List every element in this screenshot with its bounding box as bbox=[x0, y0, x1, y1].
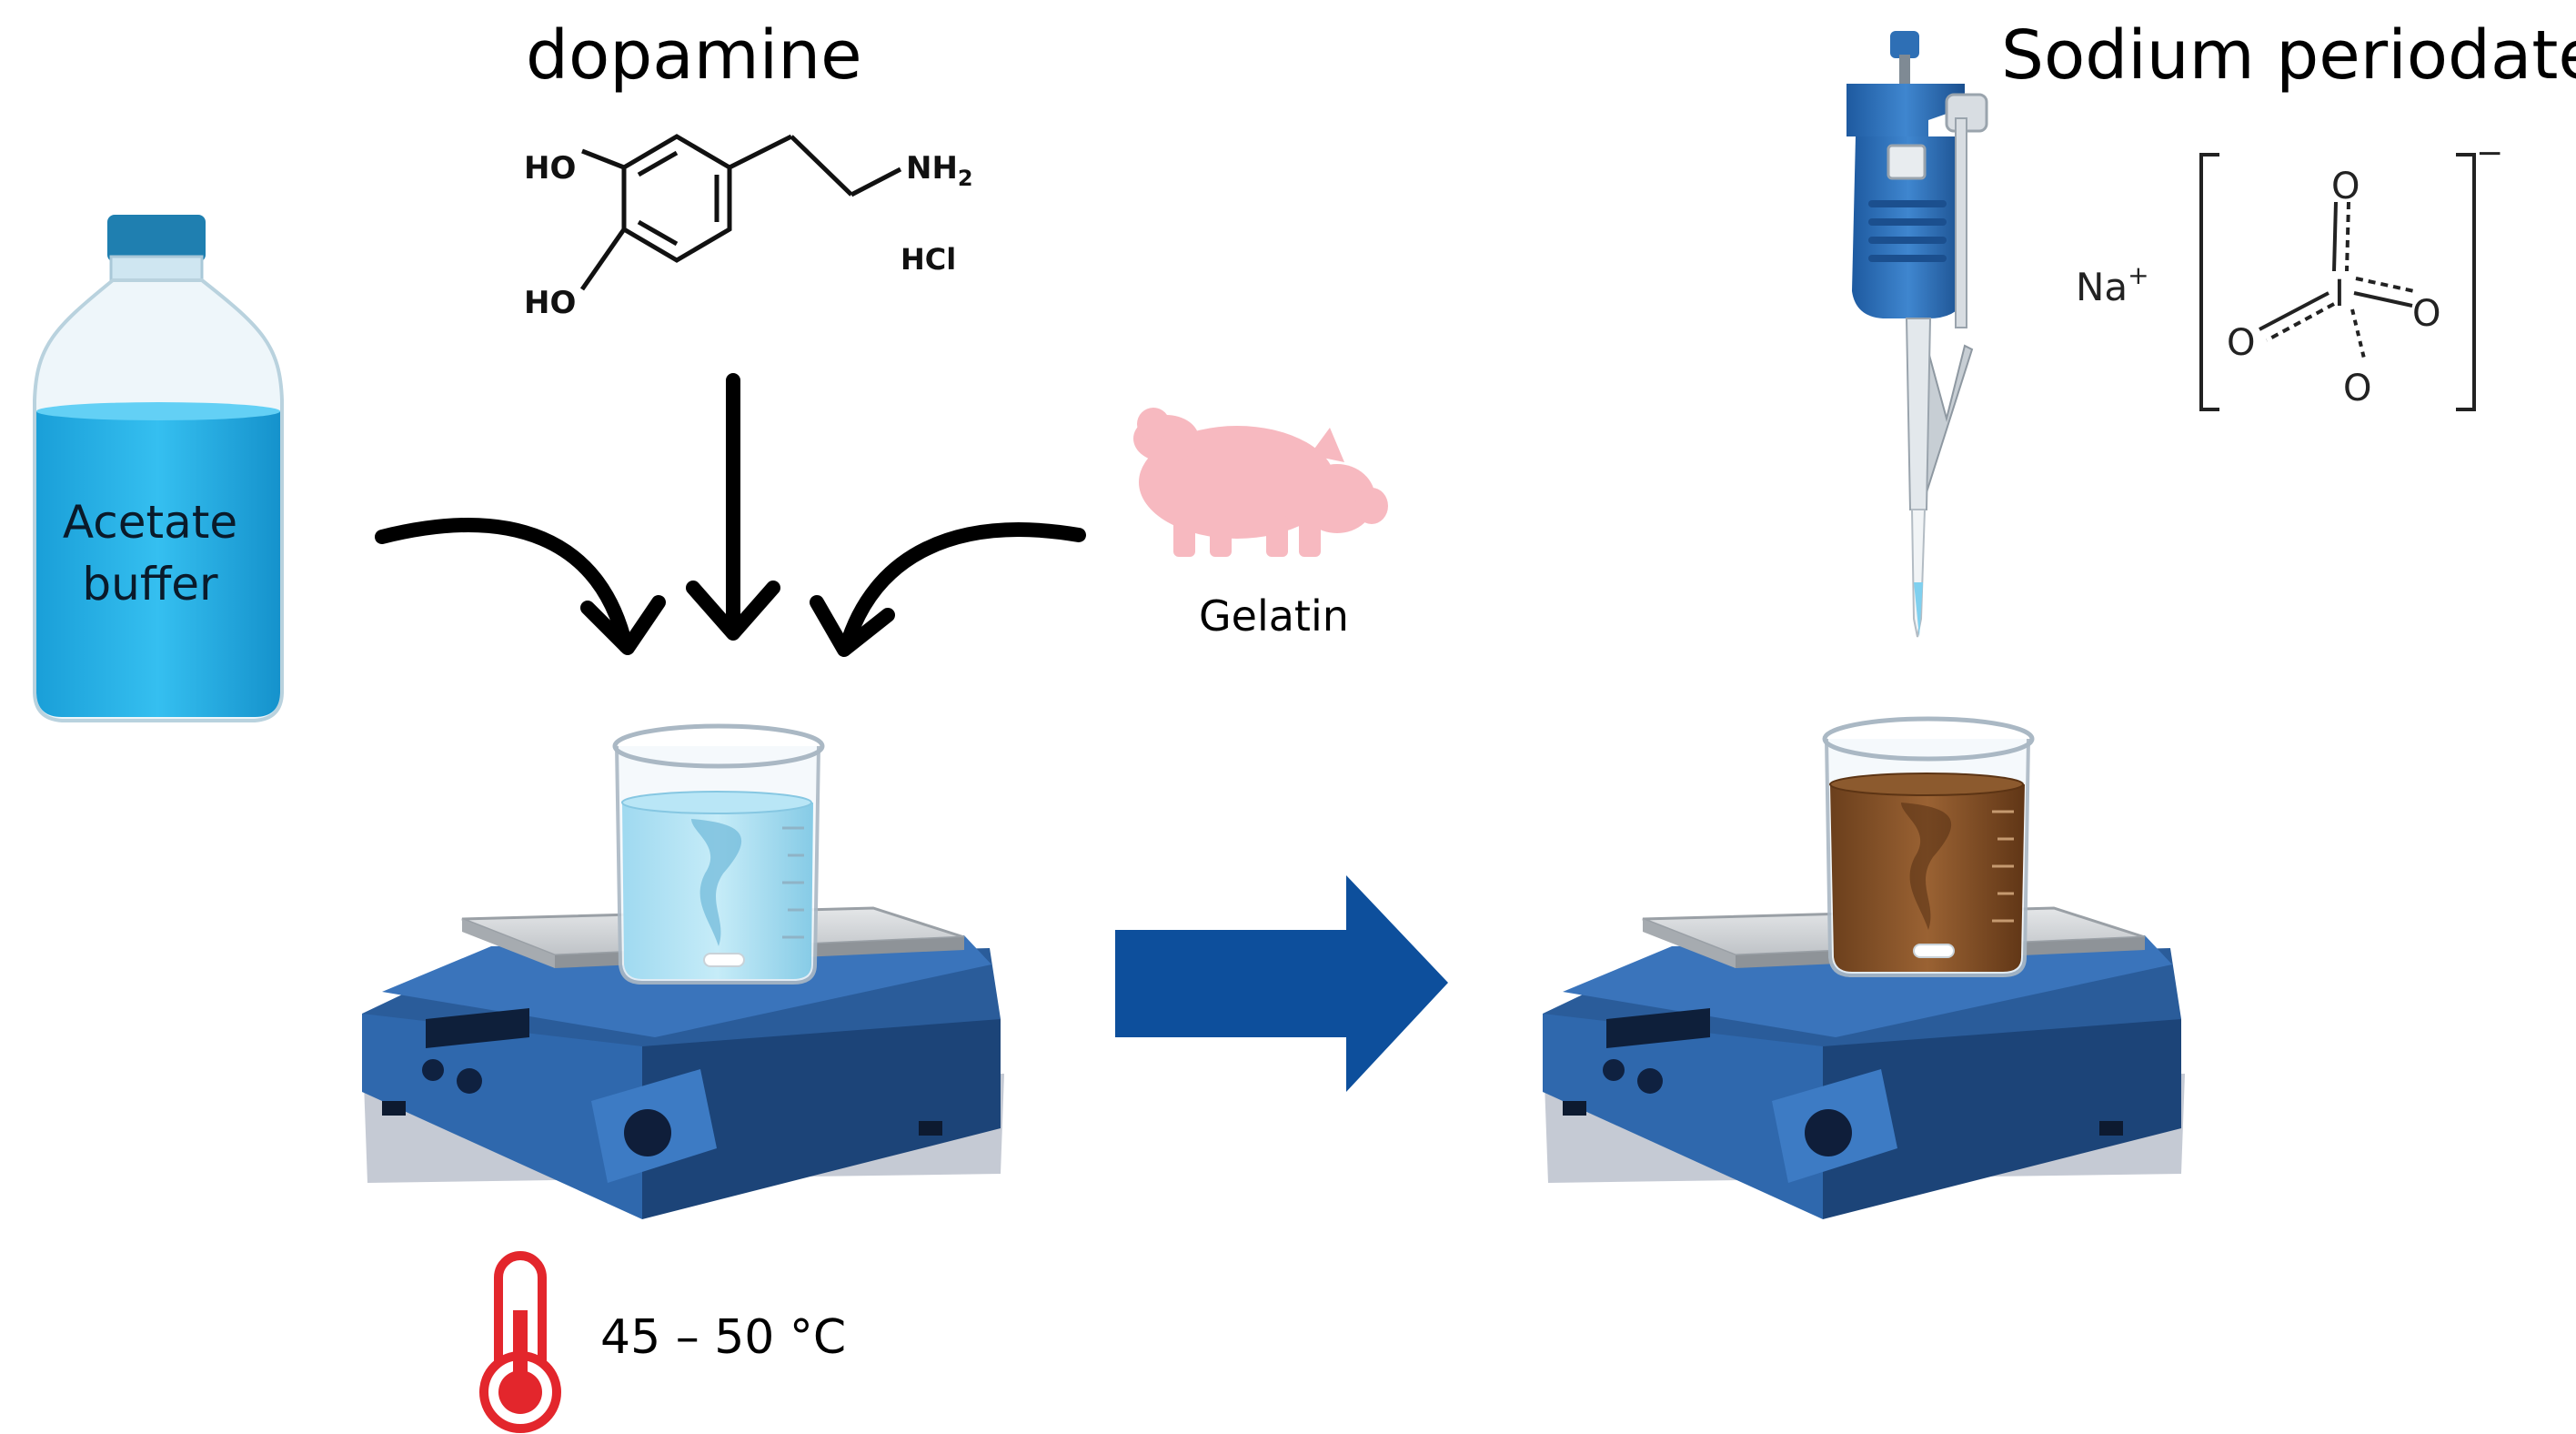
periodate-o-top: O bbox=[2331, 166, 2360, 207]
dopamine-structure bbox=[579, 134, 902, 291]
sodium-charge: + bbox=[2128, 260, 2148, 290]
periodate-anion-charge: − bbox=[2476, 135, 2503, 172]
gelatin-label: Gelatin bbox=[1199, 591, 1349, 641]
mixing-arrows bbox=[375, 373, 1086, 657]
sodium-periodate-label: Sodium periodate bbox=[2001, 16, 2576, 95]
beaker-icon bbox=[612, 723, 825, 985]
temperature-label: 45 – 50 °C bbox=[600, 1310, 847, 1365]
dopamine-ho-top: HO bbox=[524, 150, 576, 187]
dopamine-nh-subscript: 2 bbox=[958, 166, 973, 191]
bottle-icon bbox=[33, 215, 284, 722]
dopamine-hcl: HCl bbox=[901, 242, 956, 277]
dopamine-label: dopamine bbox=[526, 16, 862, 95]
dopamine-ho-bottom: HO bbox=[524, 285, 576, 321]
arrow-head-buffer bbox=[580, 595, 666, 655]
sodium-cation: Na+ bbox=[2076, 260, 2149, 309]
periodate-o-left: O bbox=[2227, 322, 2255, 364]
dopamine-nh2: NH2 bbox=[906, 150, 973, 191]
arrow-head-dopamine bbox=[686, 581, 780, 641]
periodate-o-bottom: O bbox=[2343, 368, 2371, 409]
thermometer-icon bbox=[479, 1251, 561, 1433]
sodium-symbol: Na bbox=[2076, 265, 2128, 309]
periodate-iodine: I bbox=[2334, 273, 2345, 315]
acetate-buffer-line2: buffer bbox=[82, 558, 218, 611]
arrow-from-gelatin bbox=[839, 522, 1086, 655]
arrow-icon bbox=[1115, 875, 1448, 1092]
dopamine-nh: NH bbox=[906, 150, 958, 187]
arrow-head-gelatin bbox=[810, 595, 895, 657]
periodate-structure bbox=[2199, 153, 2476, 411]
beaker-icon-brown bbox=[1822, 716, 2035, 977]
pipette-icon bbox=[1846, 31, 1988, 638]
hotplate-stirrer-icon bbox=[362, 906, 1004, 1219]
pig-icon bbox=[1133, 408, 1388, 557]
arrow-from-buffer bbox=[375, 518, 633, 653]
acetate-buffer-label: Acetate buffer bbox=[36, 491, 264, 615]
periodate-o-right: O bbox=[2412, 293, 2440, 335]
acetate-buffer-line1: Acetate bbox=[62, 496, 238, 549]
